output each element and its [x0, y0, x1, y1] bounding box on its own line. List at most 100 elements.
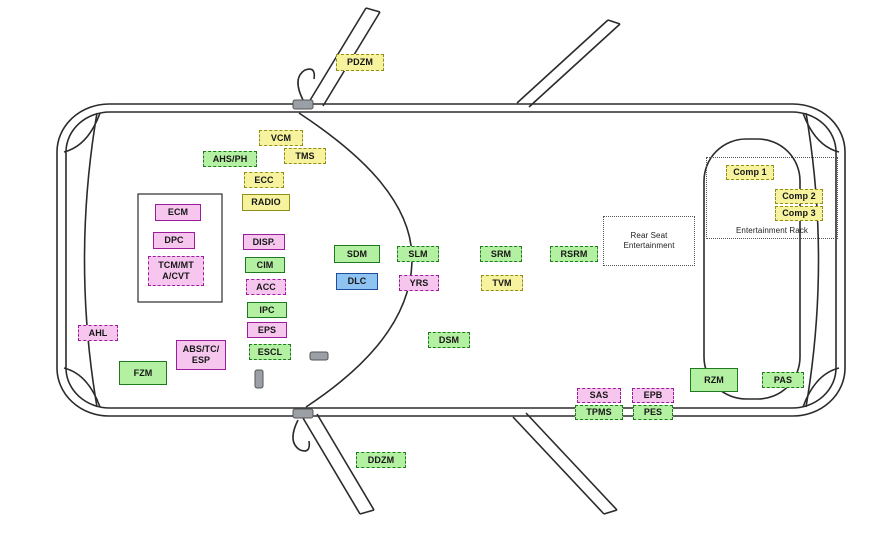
hinge-block-bottom — [292, 408, 314, 419]
door-rear-top-line1 — [516, 19, 609, 104]
door-front-top-end — [365, 7, 381, 13]
module-label: SLM — [408, 248, 428, 259]
module-dsm: DSM — [428, 332, 470, 348]
module-ecc: ECC — [244, 172, 284, 188]
door-rear-bottom-end — [603, 509, 618, 515]
module-pas: PAS — [762, 372, 804, 388]
engine-bay-box — [137, 193, 223, 303]
sill-block-horizontal — [309, 351, 329, 361]
module-srm: SRM — [480, 246, 522, 262]
door-rear-bottom-line2 — [525, 412, 618, 511]
module-label: PDZM — [347, 57, 373, 68]
module-label: AHS/PH — [212, 153, 248, 164]
module-label: YRS — [409, 277, 429, 288]
module-label: AHL — [88, 327, 108, 338]
module-epb: EPB — [632, 388, 674, 403]
door-front-bottom-line2 — [316, 413, 375, 511]
module-label: TPMS — [586, 407, 612, 418]
door-front-top-hinge-curl — [297, 68, 316, 101]
module-label: ECM — [167, 207, 189, 218]
module-eps: EPS — [247, 322, 287, 338]
module-yrs: YRS — [399, 275, 439, 291]
door-rear-top-line2 — [528, 23, 621, 108]
module-label: ABS/TC/ — [182, 344, 220, 355]
module-label: EPB — [643, 390, 663, 401]
module-label: DISP. — [252, 236, 276, 247]
module-label: DDZM — [367, 454, 395, 465]
wheel-arc-rear-top — [802, 112, 840, 153]
door-rear-top-end — [607, 19, 621, 25]
module-rzm: RZM — [690, 368, 738, 392]
module-escl: ESCL — [249, 344, 291, 360]
module-ddzm: DDZM — [356, 452, 406, 468]
module-label: DLC — [347, 276, 367, 287]
module-comp2: Comp 2 — [775, 189, 823, 204]
module-abs: ABS/TC/ESP — [176, 340, 226, 370]
module-label: DPC — [164, 235, 184, 246]
door-front-bottom-end — [359, 509, 375, 515]
module-dlc: DLC — [336, 273, 378, 290]
front-bumper-line — [83, 112, 98, 408]
module-label: CIM — [256, 259, 274, 270]
module-label: RSRM — [560, 248, 588, 259]
module-label: A/CVT — [162, 271, 190, 281]
module-disp: DISP. — [243, 234, 285, 250]
module-label: TMS — [295, 150, 315, 161]
module-label: FZM — [133, 367, 153, 378]
module-label: PES — [643, 407, 663, 418]
module-comp3: Comp 3 — [775, 206, 823, 221]
module-cim: CIM — [245, 257, 285, 273]
module-label: TVM — [492, 277, 512, 288]
module-fzm: FZM — [119, 361, 167, 385]
module-label: DSM — [438, 334, 460, 345]
module-rack: Entertainment Rack — [706, 157, 838, 239]
module-label: TCM/MT — [158, 260, 194, 271]
module-label: PAS — [773, 374, 793, 385]
module-label: ACC — [256, 281, 276, 292]
module-acc: ACC — [246, 279, 286, 295]
module-label: RZM — [704, 374, 724, 385]
module-label: IPC — [259, 304, 275, 315]
sill-block-vertical — [254, 369, 264, 389]
module-label: ESP — [191, 355, 211, 365]
module-label: RADIO — [251, 197, 281, 208]
module-rsrm: RSRM — [550, 246, 598, 262]
module-label: Entertainment Rack — [735, 226, 809, 236]
wheel-arc-front-bottom — [63, 367, 101, 408]
module-pdzm: PDZM — [336, 54, 384, 71]
module-label: SAS — [589, 390, 609, 401]
car-body-inner — [65, 111, 837, 409]
module-label: Rear Seat — [630, 231, 668, 241]
module-radio: RADIO — [242, 194, 290, 211]
module-label: VCM — [270, 132, 292, 143]
module-slm: SLM — [397, 246, 439, 262]
module-label: Comp 1 — [733, 167, 767, 178]
module-ecm: ECM — [155, 204, 201, 221]
door-rear-bottom-line1 — [512, 416, 605, 515]
windshield-curve — [298, 112, 413, 408]
module-sas: SAS — [577, 388, 621, 403]
wheel-arc-rear-bottom — [802, 367, 840, 408]
module-pes: PES — [633, 405, 673, 420]
module-label: ECC — [254, 174, 274, 185]
hinge-block-top — [292, 99, 314, 110]
car-body-outer — [56, 103, 846, 417]
module-ahl: AHL — [78, 325, 118, 341]
module-label: SDM — [346, 248, 368, 259]
door-front-bottom-hinge-curl — [292, 419, 311, 452]
door-front-bottom-line1 — [302, 417, 361, 515]
module-vcm: VCM — [259, 130, 303, 146]
wheel-arc-front-top — [63, 112, 101, 153]
module-label: Comp 2 — [782, 191, 816, 202]
module-sdm: SDM — [334, 245, 380, 263]
module-label: EPS — [257, 324, 277, 335]
module-dpc: DPC — [153, 232, 195, 249]
rear-bumper-line — [805, 112, 820, 408]
module-label: Entertainment — [623, 241, 675, 250]
module-tpms: TPMS — [575, 405, 623, 420]
module-label: ESCL — [257, 346, 283, 357]
